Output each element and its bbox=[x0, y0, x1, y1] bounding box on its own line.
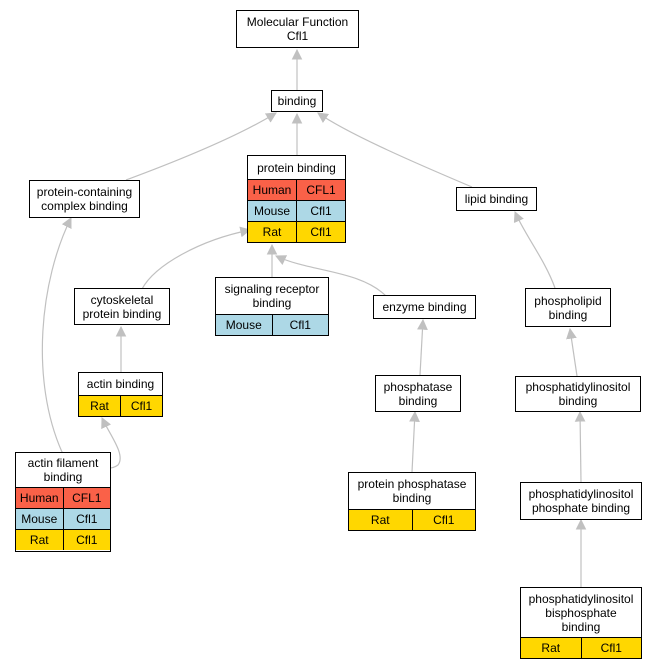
go-term-protein-containing-complex-binding[interactable]: protein-containing complex binding bbox=[29, 180, 140, 218]
term-label: phosphatidylinositol phosphate binding bbox=[528, 487, 634, 515]
species-row-rat: Rat Cfl1 bbox=[349, 509, 475, 530]
go-term-protein-phosphatase-binding[interactable]: protein phosphatase binding Rat Cfl1 bbox=[348, 472, 476, 531]
species-row-rat: Rat Cfl1 bbox=[79, 395, 162, 416]
go-term-cytoskeletal-protein-binding[interactable]: cytoskeletal protein binding bbox=[74, 288, 170, 325]
term-label: Molecular Function Cfl1 bbox=[246, 15, 349, 43]
go-term-phosphatidylinositol-phosphate-binding[interactable]: phosphatidylinositol phosphate binding bbox=[520, 482, 642, 520]
term-label: actin binding bbox=[86, 377, 155, 391]
go-term-signaling-receptor-binding[interactable]: signaling receptor binding Mouse Cfl1 bbox=[215, 277, 329, 336]
species-row-human: Human CFL1 bbox=[248, 179, 345, 200]
edge-phosphatase-to-enzyme bbox=[417, 318, 428, 376]
species-name: Human bbox=[19, 491, 59, 505]
term-label: phosphatidylinositol binding bbox=[525, 380, 631, 408]
term-label: protein-containing complex binding bbox=[36, 185, 133, 213]
gene-symbol: Cfl1 bbox=[62, 509, 111, 529]
go-term-phosphatidylinositol-binding[interactable]: phosphatidylinositol binding bbox=[515, 376, 641, 412]
term-label: phosphatidylinositol bisphosphate bindin… bbox=[528, 591, 634, 634]
go-term-actin-binding[interactable]: actin binding Rat Cfl1 bbox=[78, 372, 163, 417]
gene-symbol: Cfl1 bbox=[580, 638, 642, 658]
species-name: Rat bbox=[262, 225, 282, 239]
species-name: Mouse bbox=[225, 318, 262, 332]
go-term-actin-filament-binding[interactable]: actin filament binding Human CFL1 Mouse … bbox=[15, 452, 111, 552]
go-term-enzyme-binding[interactable]: enzyme binding bbox=[373, 295, 476, 319]
term-label: enzyme binding bbox=[382, 300, 467, 314]
species-row-rat: Rat Cfl1 bbox=[16, 529, 110, 550]
term-label: phospholipid binding bbox=[534, 293, 602, 322]
go-term-molecular-function[interactable]: Molecular Function Cfl1 bbox=[236, 10, 359, 48]
species-row-mouse: Mouse Cfl1 bbox=[216, 314, 328, 335]
species-row-mouse: Mouse Cfl1 bbox=[16, 508, 110, 529]
term-label: binding bbox=[277, 94, 317, 108]
edge-pi-to-phospholipid bbox=[566, 327, 578, 377]
term-label: protein binding bbox=[257, 160, 336, 175]
species-row-rat: Rat Cfl1 bbox=[248, 221, 345, 242]
go-term-protein-binding[interactable]: protein binding Human CFL1 Mouse Cfl1 Ra… bbox=[247, 155, 346, 243]
gene-symbol: Cfl1 bbox=[271, 315, 329, 335]
species-name: Human bbox=[252, 183, 292, 197]
term-label: actin filament binding bbox=[27, 456, 99, 484]
species-name: Rat bbox=[541, 641, 561, 655]
species-name: Rat bbox=[370, 513, 390, 527]
term-label: signaling receptor binding bbox=[224, 282, 320, 310]
gene-symbol: Cfl1 bbox=[296, 222, 345, 242]
go-term-binding[interactable]: binding bbox=[271, 90, 323, 112]
edge-pcb-to-binding bbox=[125, 112, 277, 181]
term-label: lipid binding bbox=[464, 192, 529, 206]
gene-symbol: Cfl1 bbox=[296, 201, 345, 221]
edge-phospholipid-to-lipid bbox=[513, 211, 556, 289]
gene-symbol: Cfl1 bbox=[62, 530, 111, 550]
edge-cytoskeletal-to-protein-binding bbox=[141, 226, 252, 290]
species-name: Mouse bbox=[21, 512, 58, 526]
edge-ppb-to-phosphatase bbox=[409, 410, 420, 473]
go-term-phosphatidylinositol-bisphosphate-binding[interactable]: phosphatidylinositol bisphosphate bindin… bbox=[520, 587, 642, 659]
species-name: Rat bbox=[90, 399, 109, 413]
species-name: Rat bbox=[29, 533, 49, 547]
gene-symbol: CFL1 bbox=[296, 180, 345, 200]
term-label: cytoskeletal protein binding bbox=[82, 292, 162, 321]
edge-lipid-to-binding bbox=[317, 112, 473, 188]
term-label: protein phosphatase binding bbox=[357, 477, 467, 505]
gene-symbol: CFL1 bbox=[62, 488, 111, 508]
term-label: phosphatase binding bbox=[383, 379, 453, 408]
go-term-phosphatase-binding[interactable]: phosphatase binding bbox=[375, 375, 461, 412]
edge-afb-to-pcb bbox=[41, 217, 72, 453]
go-term-lipid-binding[interactable]: lipid binding bbox=[456, 187, 537, 211]
species-row-rat: Rat Cfl1 bbox=[521, 637, 641, 658]
edge-pipb-to-pi bbox=[574, 410, 586, 483]
gene-symbol: Cfl1 bbox=[120, 396, 162, 416]
species-row-mouse: Mouse Cfl1 bbox=[248, 200, 345, 221]
go-term-phospholipid-binding[interactable]: phospholipid binding bbox=[525, 288, 611, 327]
gene-symbol: Cfl1 bbox=[411, 510, 476, 530]
species-name: Mouse bbox=[253, 204, 291, 218]
species-row-human: Human CFL1 bbox=[16, 487, 110, 508]
edge-enzyme-to-protein-binding bbox=[275, 255, 387, 297]
